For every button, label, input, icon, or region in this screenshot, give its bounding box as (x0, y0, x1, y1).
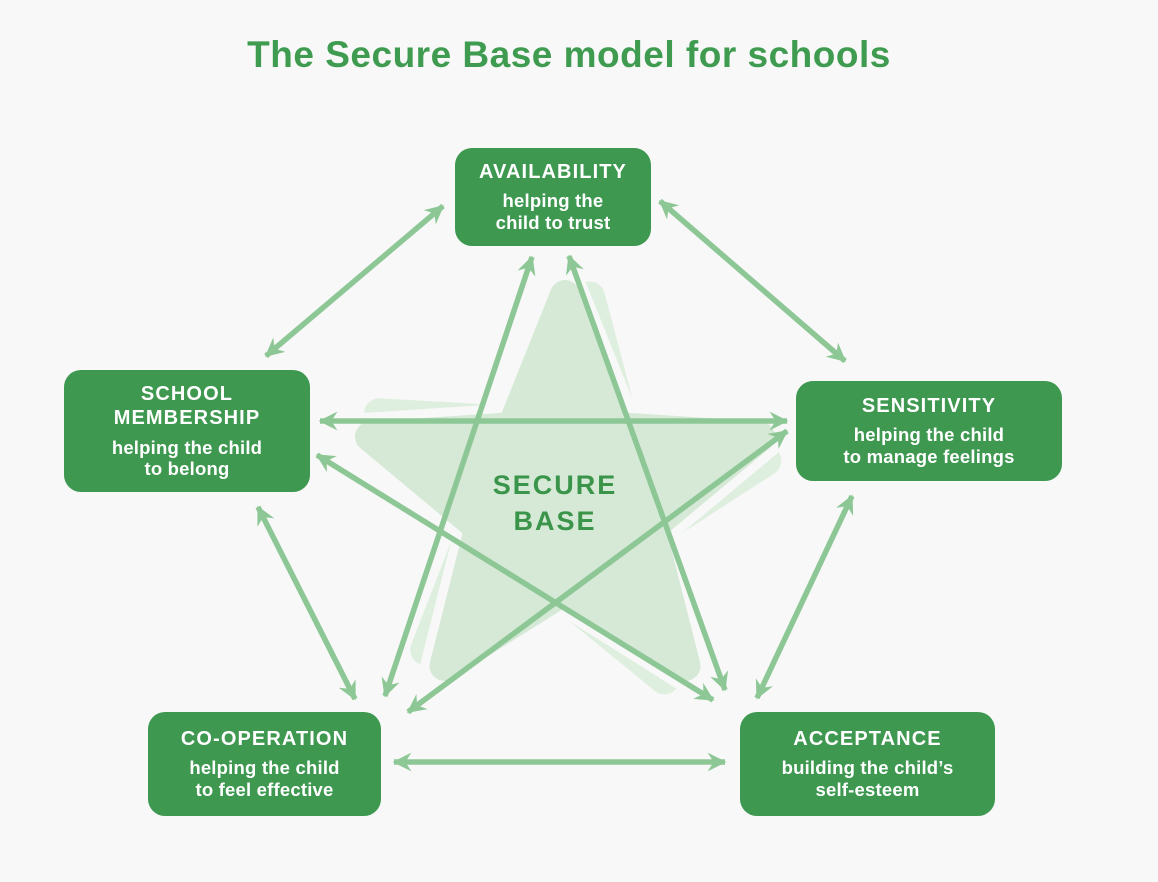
node-availability: AVAILABILITY helping the child to trust (455, 148, 651, 246)
center-label: SECURE BASE (492, 470, 618, 536)
page-title: The Secure Base model for schools (247, 34, 891, 75)
node-heading: ACCEPTANCE (793, 727, 942, 750)
node-school-membership: SCHOOL MEMBERSHIP helping the child to b… (64, 370, 310, 492)
arrow-availability-school-membership (264, 203, 445, 359)
arrow-availability-sensitivity (658, 198, 847, 364)
node-co-operation: CO-OPERATION helping the child to feel e… (148, 712, 381, 816)
node-sensitivity: SENSITIVITY helping the child to manage … (796, 381, 1062, 481)
node-subtext: building the child’s self-esteem (781, 757, 954, 801)
node-subtext: helping the child to belong (111, 436, 263, 480)
arrow-co-operation-sensitivity (406, 428, 789, 715)
node-heading: SCHOOL MEMBERSHIP (113, 382, 261, 430)
node-subtext: helping the child to feel effective (189, 757, 340, 801)
node-subtext: helping the child to manage feelings (843, 424, 1015, 468)
arrow-school-membership-co-operation (255, 505, 358, 701)
node-heading: CO-OPERATION (180, 727, 349, 750)
node-heading: SENSITIVITY (861, 394, 997, 417)
node-subtext: helping the child to trust (495, 190, 611, 234)
node-heading: AVAILABILITY (478, 160, 627, 183)
node-acceptance: ACCEPTANCE building the child’s self-est… (740, 712, 995, 816)
arrow-sensitivity-acceptance (754, 494, 855, 700)
arrow-layer (255, 198, 855, 772)
